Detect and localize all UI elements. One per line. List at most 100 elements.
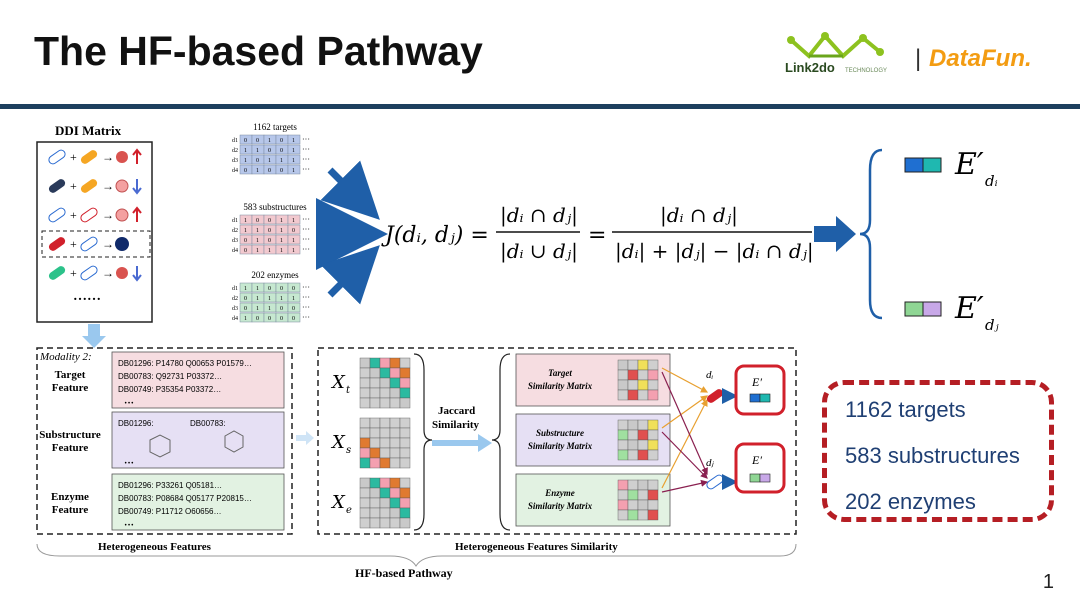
- x-cell: [379, 427, 391, 439]
- stat-targets: 1162 targets: [845, 397, 966, 422]
- x-cell: [399, 477, 411, 489]
- page-number: 1: [1042, 571, 1054, 593]
- emb-dj-small-label: E′: [751, 453, 762, 467]
- matrix-cell-value: 1: [292, 168, 295, 174]
- sim-cell: [627, 429, 639, 441]
- matrix-cell-value: 1: [244, 158, 247, 164]
- sim-cell: [647, 379, 659, 391]
- virus-icon: [116, 267, 128, 279]
- matrix-cell-value: 1: [244, 228, 247, 234]
- x-cell: [399, 517, 411, 529]
- x-cell: [399, 447, 411, 459]
- feature-line: DB01296:: [118, 419, 154, 428]
- formula-lhs: J(dᵢ, dⱼ) =: [381, 223, 489, 248]
- x-cell: [389, 487, 401, 499]
- sim-cell: [647, 359, 659, 371]
- feature-line: DB00783: Q92731 P03372…: [118, 372, 222, 381]
- row-label: d3: [232, 238, 238, 244]
- x-subscript: t: [346, 385, 351, 396]
- x-label: X: [330, 492, 346, 513]
- row-ellipsis: ···: [302, 293, 310, 302]
- x-cell: [359, 477, 371, 489]
- matrix-cell-value: 0: [280, 168, 283, 174]
- sim-cell: [647, 499, 659, 511]
- sim-cell: [627, 509, 639, 521]
- matrix-cell-value: 1: [268, 306, 271, 312]
- row-ellipsis: ···: [302, 215, 310, 224]
- x-cell: [379, 477, 391, 489]
- input-arrows: [316, 160, 388, 305]
- x-cell: [359, 457, 371, 469]
- sim-cell: [627, 449, 639, 461]
- logo: Link2do TECHNOLOGY | DataFun.: [785, 32, 1032, 75]
- ddi-rows: + → + → + → + →: [41, 148, 151, 282]
- sim-cell: [627, 389, 639, 401]
- x-cell: [389, 427, 401, 439]
- brace: [859, 148, 883, 320]
- x-cell: [359, 387, 371, 399]
- matrix-cell-value: 0: [292, 316, 295, 322]
- matrix-cell: [287, 282, 301, 293]
- matrix-cell-value: 1: [256, 248, 259, 254]
- feature-line: DB00783:: [190, 419, 226, 428]
- x-cell: [379, 507, 391, 519]
- x-cell: [389, 377, 401, 389]
- thermometer-icon: [115, 179, 129, 193]
- matrix-cell-value: 1: [256, 168, 259, 174]
- emb-dj-box: [734, 442, 786, 494]
- matrix-cell: [287, 292, 301, 303]
- sim-cell: [637, 429, 649, 441]
- modality-label: Modality 2:: [39, 351, 92, 363]
- sim-label: Similarity Matrix: [528, 441, 593, 451]
- row-ellipsis: ···: [302, 165, 310, 174]
- sim-cell: [617, 439, 629, 451]
- sim-cell: [617, 389, 629, 401]
- hf-pathway-diagram: DDI Matrix + → + → + →: [36, 122, 999, 580]
- feature-line: DB00783: P08684 Q05177 P20815…: [118, 494, 252, 503]
- x-cell: [369, 437, 381, 449]
- down-arrow-icon: [82, 324, 106, 348]
- molecule-icon: [149, 434, 171, 458]
- matrix-cell-value: 0: [280, 286, 283, 292]
- x-cell: [379, 357, 391, 369]
- matrix-cell: [287, 302, 301, 313]
- drug-dj-icon: [706, 474, 724, 490]
- row-ellipsis: ···: [302, 303, 310, 312]
- x-cell: [389, 457, 401, 469]
- row-ellipsis: ···: [302, 235, 310, 244]
- x-subscript: s: [346, 445, 351, 456]
- x-cell: [389, 367, 401, 379]
- stat-substructures: 583 substructures: [845, 443, 1020, 468]
- x-cell: [359, 487, 371, 499]
- x-cell: [379, 367, 391, 379]
- matrix-cell-value: 1: [244, 218, 247, 224]
- emb-dj-sub: dⱼ: [985, 316, 999, 334]
- page-title: The HF-based Pathway: [34, 28, 483, 74]
- matrix-label: 202 enzymes: [251, 270, 299, 280]
- x-cell: [359, 447, 371, 459]
- matrix-cell-value: 1: [292, 238, 295, 244]
- down-arrow-icon: [132, 179, 142, 195]
- sim-cell: [617, 379, 629, 391]
- sim-cell: [637, 479, 649, 491]
- sim-cell: [637, 489, 649, 501]
- row-ellipsis: ···: [302, 225, 310, 234]
- x-cell: [399, 427, 411, 439]
- x-cell: [369, 517, 381, 529]
- x-cell: [359, 437, 371, 449]
- sim-cell: [637, 369, 649, 381]
- svg-text:+: +: [70, 150, 77, 164]
- sim-brace: [491, 353, 511, 531]
- matrix-cell-value: 1: [280, 158, 283, 164]
- x-cell: [369, 507, 381, 519]
- x-cell: [369, 367, 381, 379]
- sim-cell: [627, 499, 639, 511]
